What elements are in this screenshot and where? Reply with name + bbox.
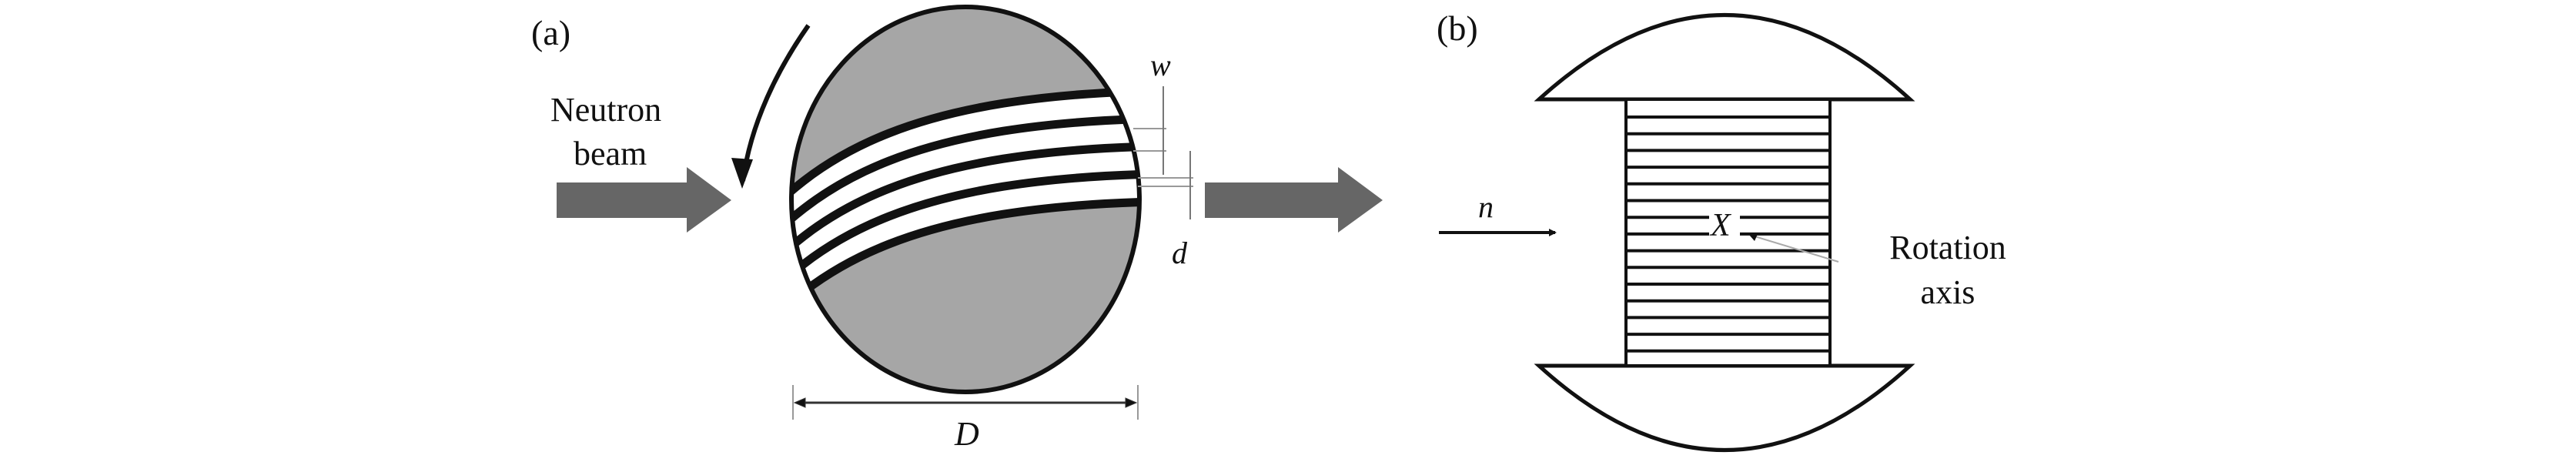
diameter-label: D bbox=[954, 415, 979, 453]
panel-a-label: (a) bbox=[531, 13, 570, 52]
diameter-dimension bbox=[792, 385, 1139, 420]
straight-channels bbox=[1626, 116, 1830, 353]
w-dimension bbox=[1133, 86, 1166, 175]
rotation-axis-label-line2: axis bbox=[1921, 273, 1975, 311]
channel-wall bbox=[791, 86, 1139, 249]
bottom-cap bbox=[1534, 363, 1915, 452]
rotation-arrowhead-icon bbox=[731, 158, 753, 189]
d-label: d bbox=[1172, 236, 1188, 270]
top-cap bbox=[1534, 13, 1915, 102]
x-label-background bbox=[1709, 209, 1740, 239]
w-label: w bbox=[1150, 48, 1171, 82]
rotation-axis-marker: X bbox=[1709, 208, 1732, 243]
leader-arrowhead-icon bbox=[1749, 233, 1758, 241]
channel-wall bbox=[791, 197, 1139, 360]
disk-outline bbox=[789, 5, 1142, 394]
panel-b-label: (b) bbox=[1437, 8, 1478, 48]
channel-wall bbox=[791, 114, 1139, 277]
neutron-beam-label-line1: Neutron bbox=[550, 91, 661, 129]
d-dimension bbox=[1138, 151, 1193, 219]
channel-wall bbox=[791, 142, 1139, 305]
incoming-beam-arrow bbox=[557, 167, 731, 233]
curved-channels bbox=[791, 86, 1139, 360]
panel-a: (a) Neutron beam bbox=[531, 5, 1383, 453]
rotation-axis-leader bbox=[1751, 235, 1839, 263]
neutron-label: n bbox=[1478, 189, 1494, 224]
channel-wall bbox=[791, 169, 1139, 333]
outgoing-beam-arrow bbox=[1205, 167, 1383, 233]
neutron-beam-label-line2: beam bbox=[574, 135, 647, 172]
rotation-axis-label-line1: Rotation bbox=[1889, 229, 2006, 266]
panel-b: (b) n X Rotation axis bbox=[1437, 8, 2006, 452]
